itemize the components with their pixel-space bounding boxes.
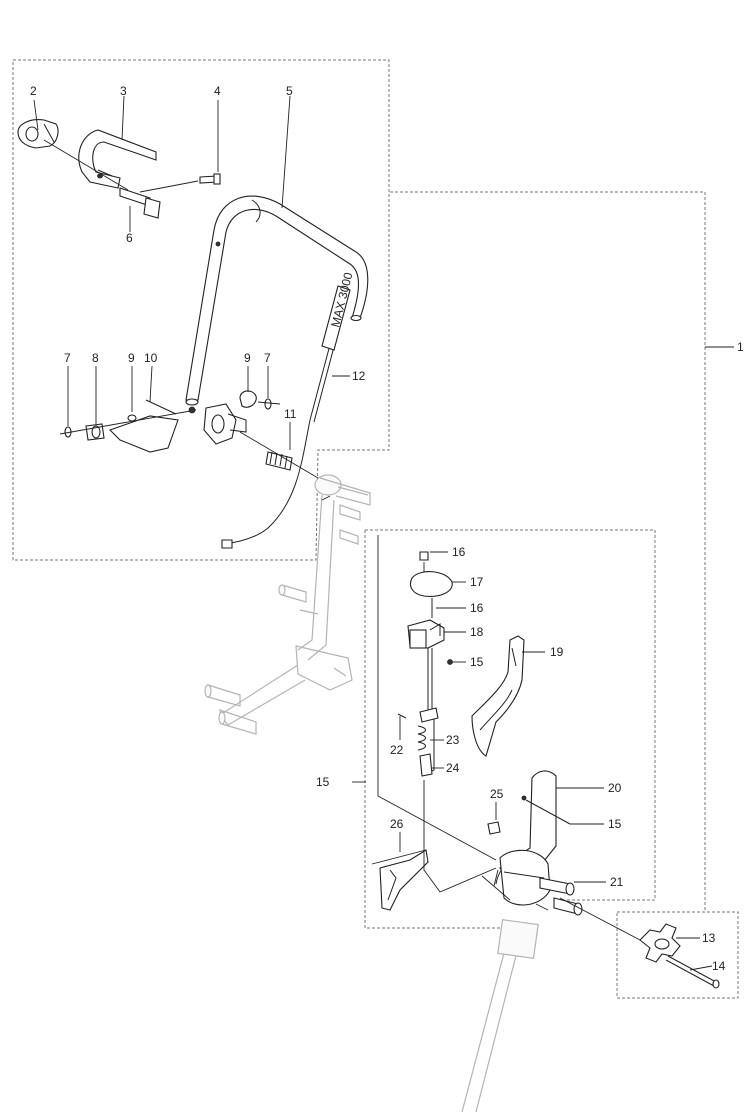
label-part-14: 14 — [712, 959, 726, 973]
part-19-guide-bracket — [471, 635, 545, 757]
label-part-7a: 7 — [64, 351, 71, 365]
label-part-7b: 7 — [264, 351, 271, 365]
label-part-8a: 8 — [92, 351, 99, 365]
label-part-22: 22 — [390, 743, 404, 757]
label-part-9a: 9 — [128, 351, 135, 365]
ghost-saw-frame — [204, 474, 539, 1112]
part-9-washer-right — [239, 366, 257, 408]
label-part-23: 23 — [446, 733, 460, 747]
part-25-washer — [487, 802, 501, 835]
label-part-16b: 16 — [470, 601, 484, 615]
part-6-pin — [119, 187, 161, 232]
callout-labels: 2 3 4 5 6 7 8 9 10 9 7 12 11 1 16 17 16 … — [30, 84, 744, 973]
part-2-clamp — [17, 99, 59, 149]
label-part-15a: 15 — [470, 655, 484, 669]
label-part-15b: 15 — [316, 775, 330, 789]
part-7-washer-right — [257, 366, 281, 410]
part-17-cap — [409, 571, 466, 597]
label-part-5: 5 — [286, 84, 293, 98]
part-9-washer-left — [127, 366, 137, 422]
group-box-lever-assembly — [364, 529, 656, 929]
label-part-18: 18 — [470, 625, 484, 639]
part-24-link — [419, 753, 444, 777]
part-11-spring — [239, 422, 319, 479]
part-pivot-disc — [499, 849, 551, 906]
part-22-pin — [397, 713, 407, 740]
label-part-15c: 15 — [608, 817, 622, 831]
part-26-pedal — [379, 832, 429, 911]
part-3-hook-bracket — [78, 95, 157, 189]
label-part-20: 20 — [608, 781, 622, 795]
part-16-screw-mid — [431, 598, 466, 618]
label-part-26: 26 — [390, 817, 404, 831]
label-part-16a: 16 — [452, 545, 466, 559]
label-part-21: 21 — [610, 875, 624, 889]
part-10-bracket-plate — [59, 365, 197, 453]
lever-linkage-lines — [321, 495, 549, 911]
part-lever-rod — [419, 648, 439, 773]
label-part-4: 4 — [214, 84, 221, 98]
part-18-housing — [407, 619, 466, 649]
label-part-12: 12 — [352, 369, 366, 383]
part-5-handle-tube — [185, 95, 369, 406]
label-part-10: 10 — [144, 351, 158, 365]
part-8-bushing-left — [85, 366, 105, 441]
label-part-3: 3 — [120, 84, 127, 98]
label-part-9b: 9 — [244, 351, 251, 365]
part-14-threaded-rod — [665, 955, 720, 989]
label-part-19: 19 — [550, 645, 564, 659]
label-part-17: 17 — [470, 575, 484, 589]
part-7-washer-left — [64, 366, 72, 438]
part-pivot-flange — [188, 403, 247, 445]
part-16-screw-top — [419, 551, 448, 574]
group-box-frame-assembly — [390, 191, 706, 910]
label-part-11: 11 — [284, 407, 297, 421]
label-part-2: 2 — [30, 84, 37, 98]
part-15-screw — [447, 659, 466, 665]
label-part-25: 25 — [490, 787, 504, 801]
part-4-bolt — [139, 100, 221, 193]
label-part-1: 1 — [737, 340, 744, 354]
group-box-knob-assembly — [616, 911, 739, 999]
part-23-spring — [417, 725, 444, 751]
label-part-24: 24 — [446, 761, 460, 775]
label-part-6: 6 — [126, 231, 133, 245]
part-13-star-knob — [639, 923, 700, 963]
part-18-screw-right — [521, 795, 604, 825]
label-part-13: 13 — [702, 931, 716, 945]
part-21-bolt — [539, 877, 606, 916]
group-box-handle-assembly — [12, 59, 390, 561]
